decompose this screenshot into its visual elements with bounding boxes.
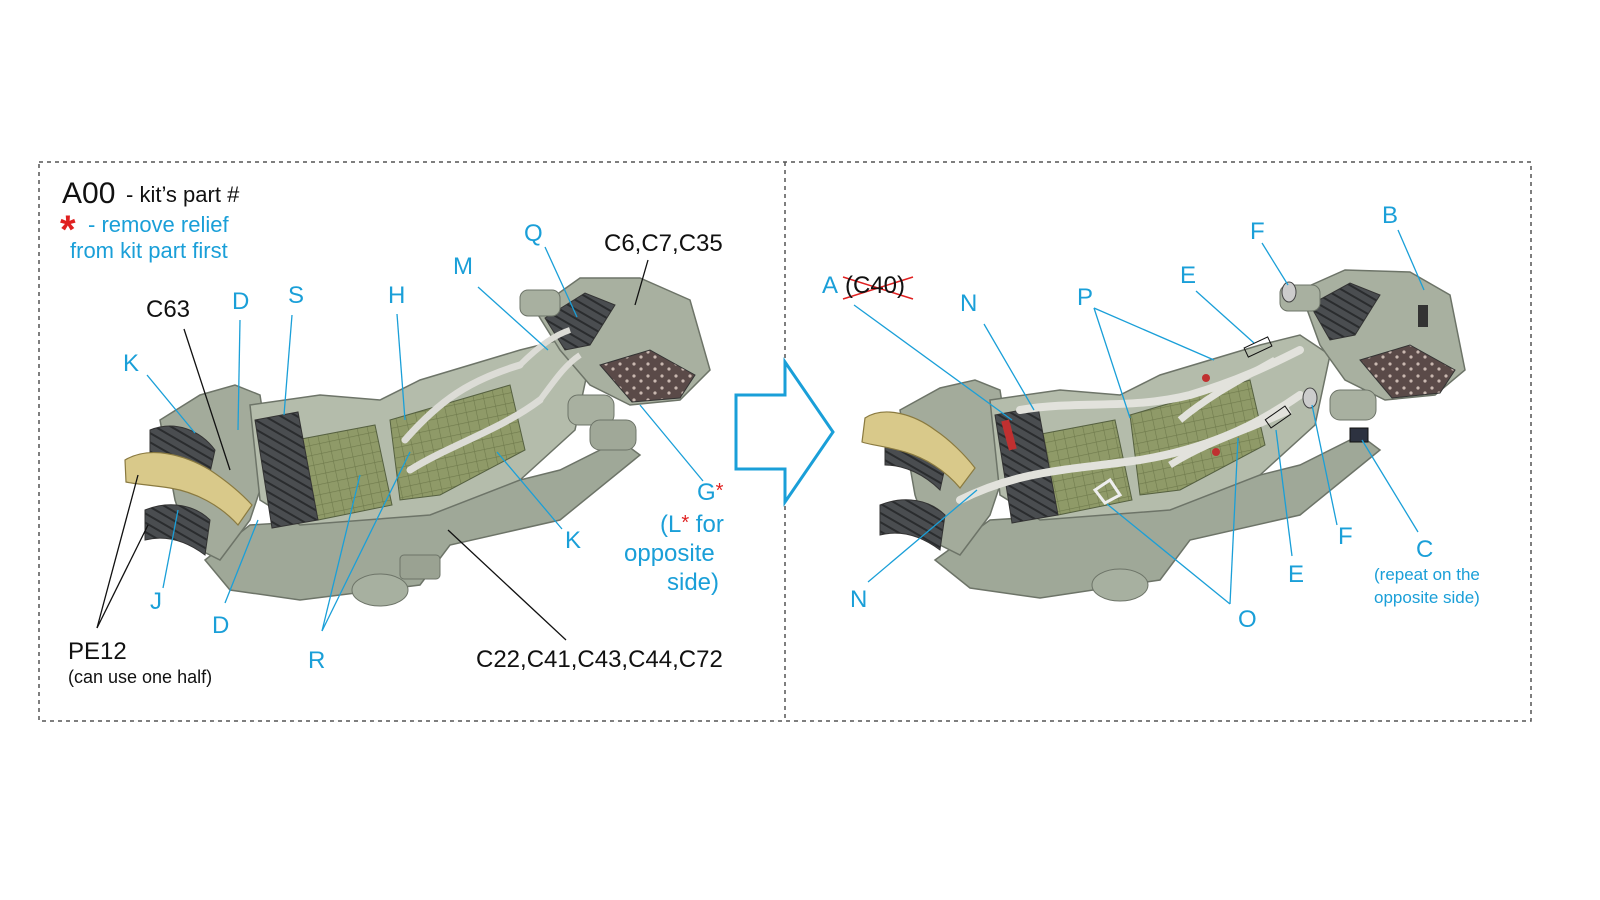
- label-r: R: [308, 647, 326, 674]
- label-g: G*: [697, 481, 723, 505]
- label-b: B: [1382, 202, 1399, 229]
- label-p: P: [1077, 284, 1094, 311]
- label-h: H: [388, 282, 406, 309]
- label-c40-struck: (C40): [845, 272, 906, 299]
- legend-part-code-desc: - kit’s part #: [126, 182, 240, 207]
- label-j: J: [150, 588, 162, 615]
- label-side: side): [667, 569, 720, 596]
- left-seat-illustration: [124, 277, 711, 607]
- right-flap: [861, 411, 976, 489]
- label-f-top: F: [1250, 218, 1265, 245]
- label-l-suffix: for: [689, 511, 724, 538]
- left-blue-leaders: [146, 246, 704, 632]
- label-e-top: E: [1180, 262, 1197, 289]
- label-k-left: K: [123, 350, 140, 377]
- legend-asterisk-desc-2: from kit part first: [70, 238, 228, 263]
- label-n-bottom: N: [850, 586, 868, 613]
- label-c6-c7-c35: C6,C7,C35: [604, 230, 723, 257]
- legend-asterisk-desc-1: - remove relief: [88, 212, 229, 237]
- label-c22-group: C22,C41,C43,C44,C72: [476, 646, 723, 673]
- label-k-right: K: [565, 527, 582, 554]
- label-d-top: D: [232, 288, 250, 315]
- label-g-text: G: [697, 479, 716, 506]
- c40-strike-2: [842, 276, 914, 300]
- label-n-top: N: [960, 290, 978, 317]
- legend-asterisk: *: [60, 208, 76, 252]
- label-e-bottom: E: [1288, 561, 1305, 588]
- label-c: C: [1416, 536, 1434, 563]
- label-c-note-1: (repeat on the: [1374, 565, 1480, 584]
- label-l-asterisk: *: [681, 512, 690, 534]
- legend-part-code: A00: [62, 177, 116, 210]
- label-pe12-note: (can use one half): [68, 667, 213, 687]
- label-c-note-2: opposite side): [1374, 588, 1480, 607]
- transition-arrow: [734, 357, 835, 507]
- label-g-asterisk: *: [715, 480, 724, 502]
- label-pe12: PE12: [68, 638, 127, 665]
- left-black-leaders: [96, 259, 649, 641]
- label-q: Q: [524, 220, 543, 247]
- right-seat-illustration: [861, 269, 1466, 602]
- right-blue-leaders: [853, 229, 1425, 605]
- label-a: A: [822, 272, 839, 299]
- pe12-flap: [124, 452, 253, 526]
- label-m: M: [453, 253, 473, 280]
- label-l-prefix: (L: [660, 511, 682, 538]
- label-opposite: opposite: [624, 540, 715, 567]
- label-f-right: F: [1338, 523, 1353, 550]
- label-c63: C63: [146, 296, 191, 323]
- label-o: O: [1238, 606, 1257, 633]
- label-l-line: (L* for: [660, 513, 724, 537]
- label-d-bottom: D: [212, 612, 230, 639]
- label-s: S: [288, 282, 305, 309]
